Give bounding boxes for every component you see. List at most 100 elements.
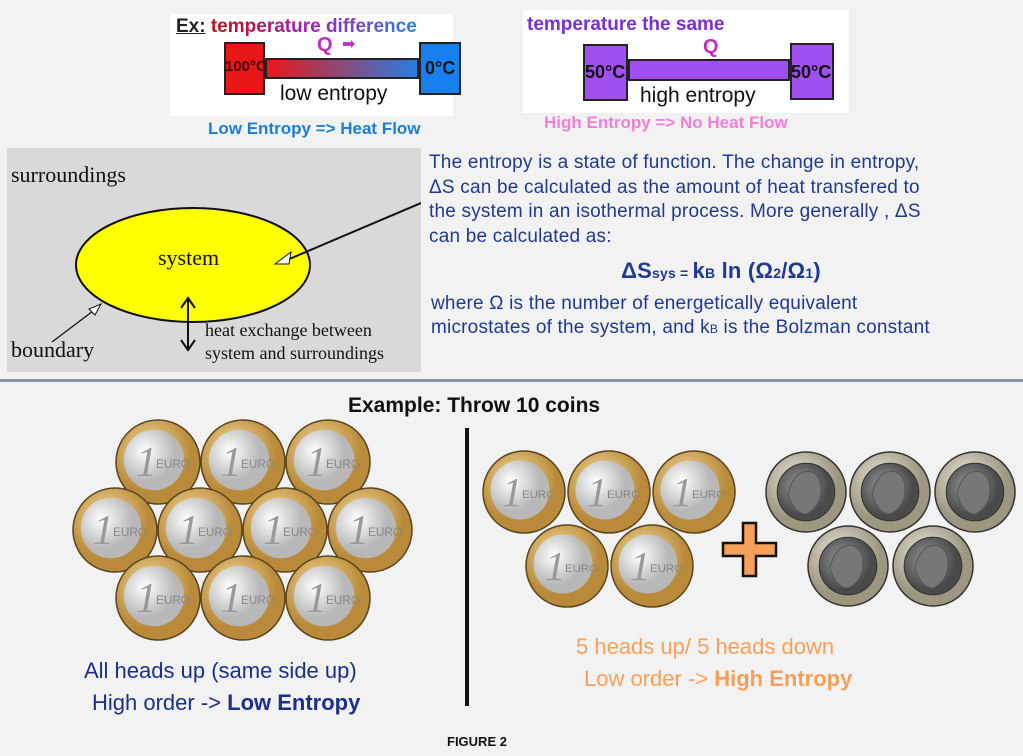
explanation-line: The entropy is a state of function. The … xyxy=(429,152,920,173)
diagram-title: temperature difference xyxy=(210,16,417,37)
heat-bar xyxy=(628,59,790,81)
svg-text:1: 1 xyxy=(672,469,693,515)
svg-text:EURO: EURO xyxy=(326,458,360,471)
left-caption: All heads up (same side up) xyxy=(84,658,357,683)
low-entropy-label: Low Entropy xyxy=(227,690,361,715)
boundary-arrow xyxy=(51,307,98,343)
high-entropy-caption: High Entropy => No Heat Flow xyxy=(544,113,788,132)
svg-text:1: 1 xyxy=(221,440,242,486)
svg-text:EURO: EURO xyxy=(326,594,360,607)
svg-text:EURO: EURO xyxy=(283,526,317,539)
formula-sub: sys xyxy=(651,265,676,281)
formula-part: ln (Ω xyxy=(715,258,774,283)
arrow-right-icon: ➡ xyxy=(342,36,356,53)
hot-block xyxy=(224,42,265,95)
svg-text:EURO: EURO xyxy=(113,526,147,539)
formula-part: ) xyxy=(813,258,821,283)
svg-text:EURO: EURO xyxy=(692,489,725,501)
formula-part: k xyxy=(692,258,705,283)
cold-temp: 0°C xyxy=(425,58,456,78)
formula-part: ΔS xyxy=(621,258,652,283)
text: is the Bolzman constant xyxy=(718,317,930,338)
coin-tails xyxy=(892,525,974,607)
section-divider xyxy=(0,379,1023,382)
formula-sub: 1 xyxy=(805,265,814,281)
entropy-formula: ΔSsys = kB ln (Ω2/Ω1) xyxy=(419,258,1023,286)
high-entropy-label: High Entropy xyxy=(714,666,853,691)
svg-text:1: 1 xyxy=(136,576,157,622)
svg-text:1: 1 xyxy=(348,508,369,554)
entropy-label: high entropy xyxy=(640,84,756,107)
heat-exchange-label: heat exchange between xyxy=(205,320,372,340)
text: Low order -> xyxy=(584,666,715,691)
svg-text:1: 1 xyxy=(221,576,242,622)
subscript: B xyxy=(709,322,719,336)
svg-text:1: 1 xyxy=(545,543,566,589)
right-temp: 50°C xyxy=(791,62,832,82)
system-label: system xyxy=(158,245,220,270)
heat-q-label: Q xyxy=(317,34,333,56)
svg-text:EURO: EURO xyxy=(156,594,190,607)
coin-tails xyxy=(849,451,931,533)
svg-text:EURO: EURO xyxy=(156,458,190,471)
right-caption: 5 heads up/ 5 heads down xyxy=(576,634,835,659)
example-title: Example: Throw 10 coins xyxy=(348,394,601,417)
svg-text:1: 1 xyxy=(502,469,523,515)
text: High order -> xyxy=(92,690,228,715)
explanation-line: where Ω is the number of energetically e… xyxy=(431,292,858,314)
explanation-line: the system in an isothermal process. Mor… xyxy=(429,201,921,222)
system-diagram-shapes xyxy=(51,202,421,352)
svg-text:EURO: EURO xyxy=(607,489,640,501)
surroundings-label: surroundings xyxy=(11,162,126,187)
svg-text:EURO: EURO xyxy=(650,563,683,575)
low-entropy-caption: Low Entropy => Heat Flow xyxy=(208,119,421,138)
heat-exchange-label-2: system and surroundings xyxy=(205,343,384,363)
coin-tails xyxy=(765,451,847,533)
entropy-label: low entropy xyxy=(280,82,388,105)
left-block xyxy=(583,44,628,101)
right-caption-2: Low order -> High Entropy xyxy=(584,666,852,692)
heat-q-label: Q xyxy=(703,36,719,58)
svg-text:1: 1 xyxy=(306,440,327,486)
hot-temp: 100°C xyxy=(225,58,267,75)
left-caption-2: High order -> Low Entropy xyxy=(92,690,360,716)
system-diagram: surroundings system boundary heat exchan… xyxy=(7,148,421,372)
entropy-explanation: The entropy is a state of function. The … xyxy=(429,151,1023,342)
explanation-line: can be calculated as: xyxy=(429,225,612,247)
cold-block xyxy=(419,42,461,95)
heat-bar xyxy=(265,58,419,79)
svg-text:EURO: EURO xyxy=(241,594,275,607)
low-entropy-diagram: Ex: temperature difference Q ➡ 100°C 0°C… xyxy=(170,14,461,116)
vertical-divider xyxy=(465,428,469,706)
svg-text:1: 1 xyxy=(587,469,608,515)
diagram-title: temperature the same xyxy=(527,14,725,35)
plus-icon xyxy=(721,521,778,578)
svg-text:1: 1 xyxy=(178,508,199,554)
formula-sub: B xyxy=(704,265,716,281)
explanation-line: microstates of the system, and kB is the… xyxy=(431,316,1023,342)
svg-text:EURO: EURO xyxy=(565,563,598,575)
high-entropy-diagram: temperature the same Q 50°C 50°C high en… xyxy=(523,10,849,113)
pointer-arrow xyxy=(286,202,421,261)
svg-text:EURO: EURO xyxy=(522,489,555,501)
svg-text:1: 1 xyxy=(630,543,651,589)
svg-text:1: 1 xyxy=(93,508,114,554)
svg-text:EURO: EURO xyxy=(241,458,275,471)
right-block xyxy=(790,43,834,100)
formula-part: /Ω xyxy=(781,258,806,283)
